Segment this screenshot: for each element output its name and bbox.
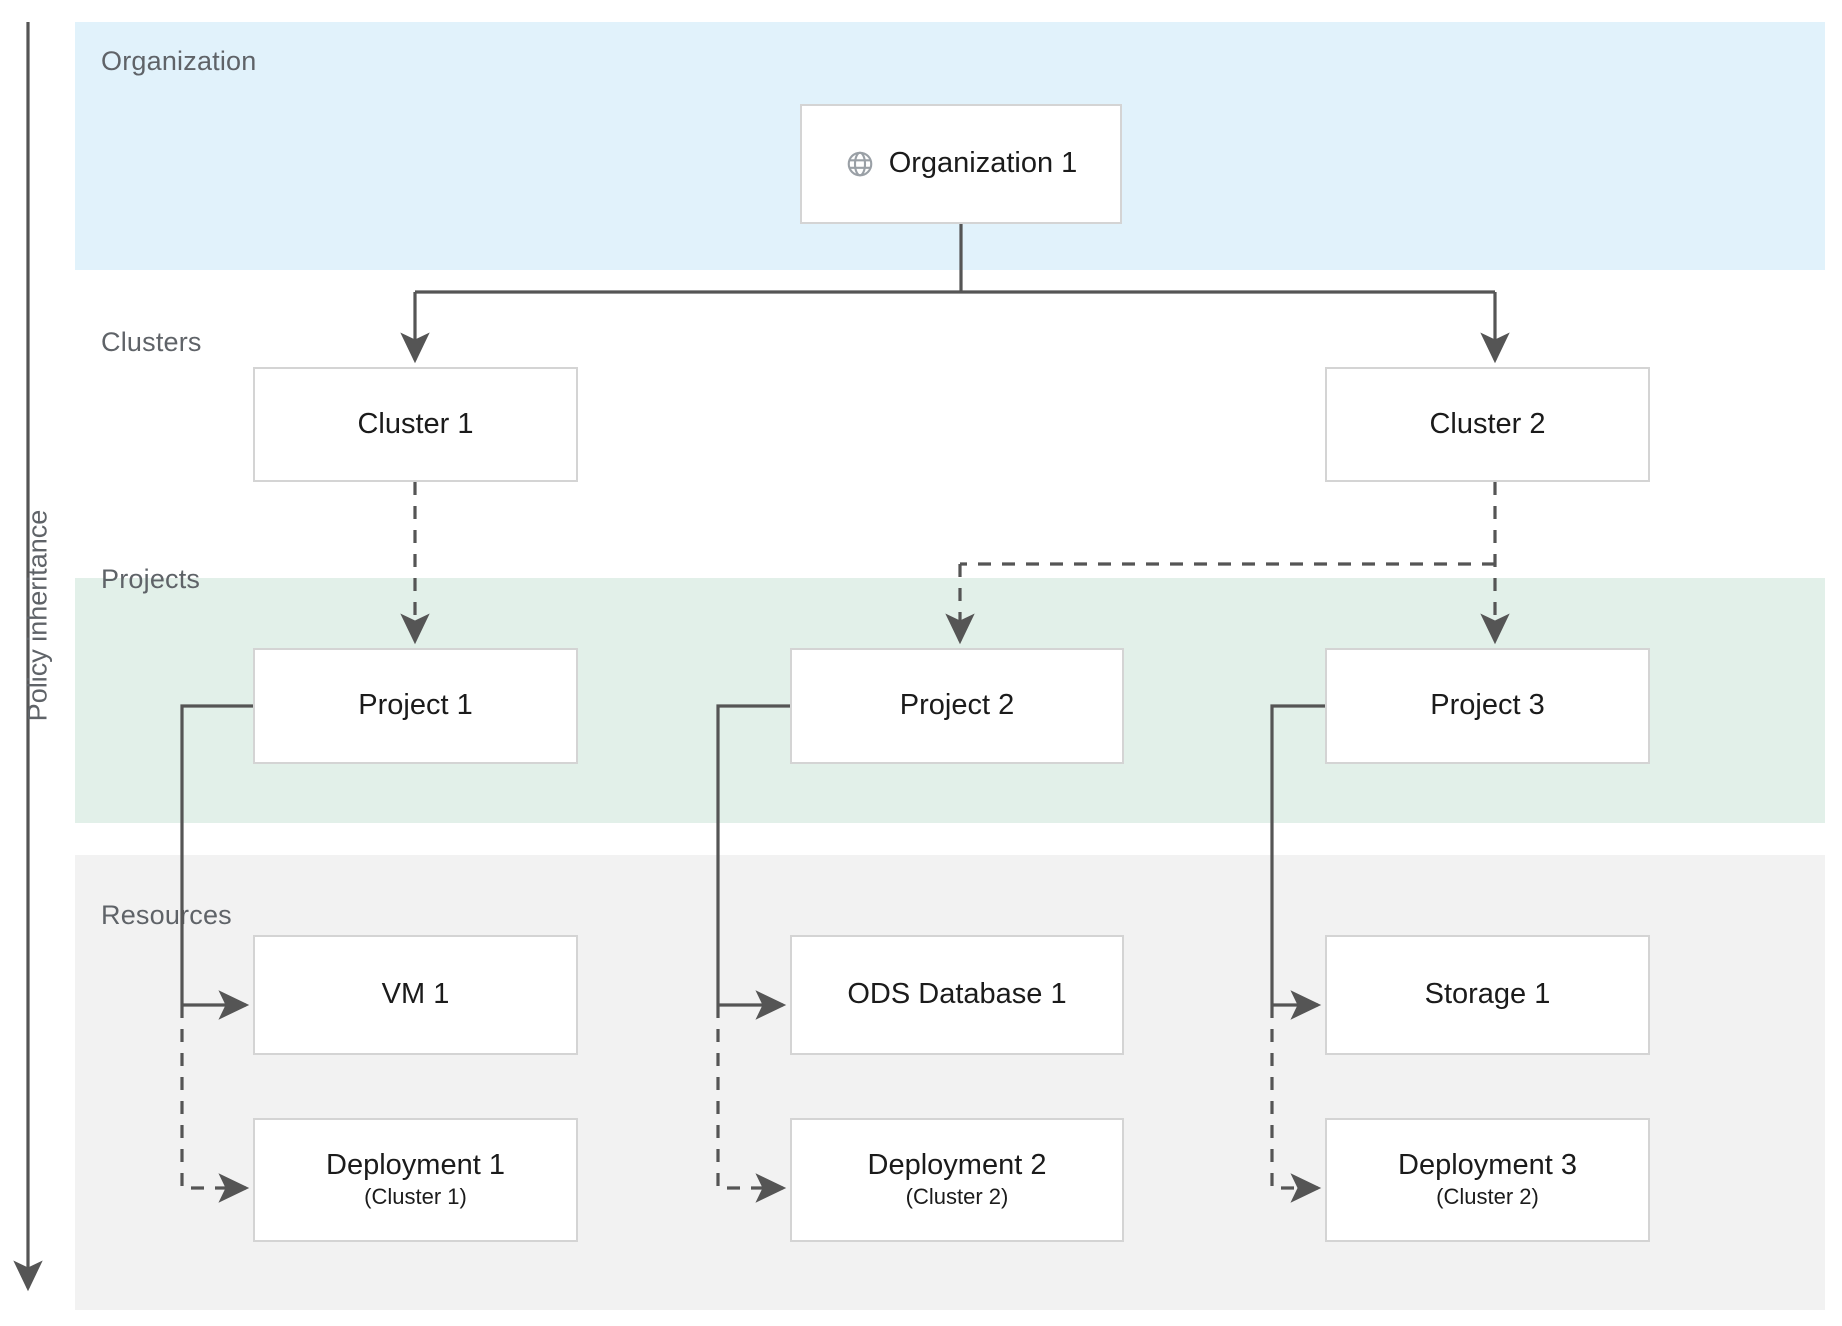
node-label: Project 1: [358, 689, 473, 722]
node-ods-database-1[interactable]: ODS Database 1: [790, 935, 1124, 1055]
node-label: ODS Database 1: [847, 978, 1067, 1011]
node-project-3[interactable]: Project 3: [1325, 648, 1650, 764]
node-label: Project 2: [899, 689, 1015, 722]
node-label: Deployment 1: [326, 1149, 505, 1182]
node-deployment-3[interactable]: Deployment 3 (Cluster 2): [1325, 1118, 1650, 1242]
globe-icon: [845, 149, 875, 179]
node-label: Storage 1: [1424, 978, 1551, 1011]
node-deployment-1[interactable]: Deployment 1 (Cluster 1): [253, 1118, 578, 1242]
node-sublabel: (Cluster 2): [1436, 1184, 1539, 1210]
node-project-1[interactable]: Project 1: [253, 648, 578, 764]
band-label-clusters: Clusters: [101, 327, 202, 357]
node-project-2[interactable]: Project 2: [790, 648, 1124, 764]
node-sublabel: (Cluster 1): [364, 1184, 467, 1210]
band-label-projects: Projects: [101, 564, 201, 594]
band-label-resources: Resources: [101, 900, 232, 930]
node-organization-1[interactable]: Organization 1: [800, 104, 1122, 224]
node-label: Deployment 3: [1398, 1149, 1577, 1182]
node-vm-1[interactable]: VM 1: [253, 935, 578, 1055]
node-cluster-2[interactable]: Cluster 2: [1325, 367, 1650, 482]
node-cluster-1[interactable]: Cluster 1: [253, 367, 578, 482]
node-label: Cluster 2: [1429, 407, 1546, 440]
policy-inheritance-label: Policy inheritance: [22, 509, 53, 722]
node-label: VM 1: [381, 978, 450, 1011]
policy-inheritance-axis: Policy inheritance: [0, 0, 70, 1326]
node-storage-1[interactable]: Storage 1: [1325, 935, 1650, 1055]
node-label: Organization 1: [888, 147, 1078, 180]
node-deployment-2[interactable]: Deployment 2 (Cluster 2): [790, 1118, 1124, 1242]
node-label: Deployment 2: [867, 1149, 1047, 1182]
band-label-organization: Organization: [101, 46, 257, 76]
node-label: Project 3: [1430, 689, 1545, 722]
node-label: Cluster 1: [357, 407, 474, 440]
node-sublabel: (Cluster 2): [905, 1184, 1009, 1210]
